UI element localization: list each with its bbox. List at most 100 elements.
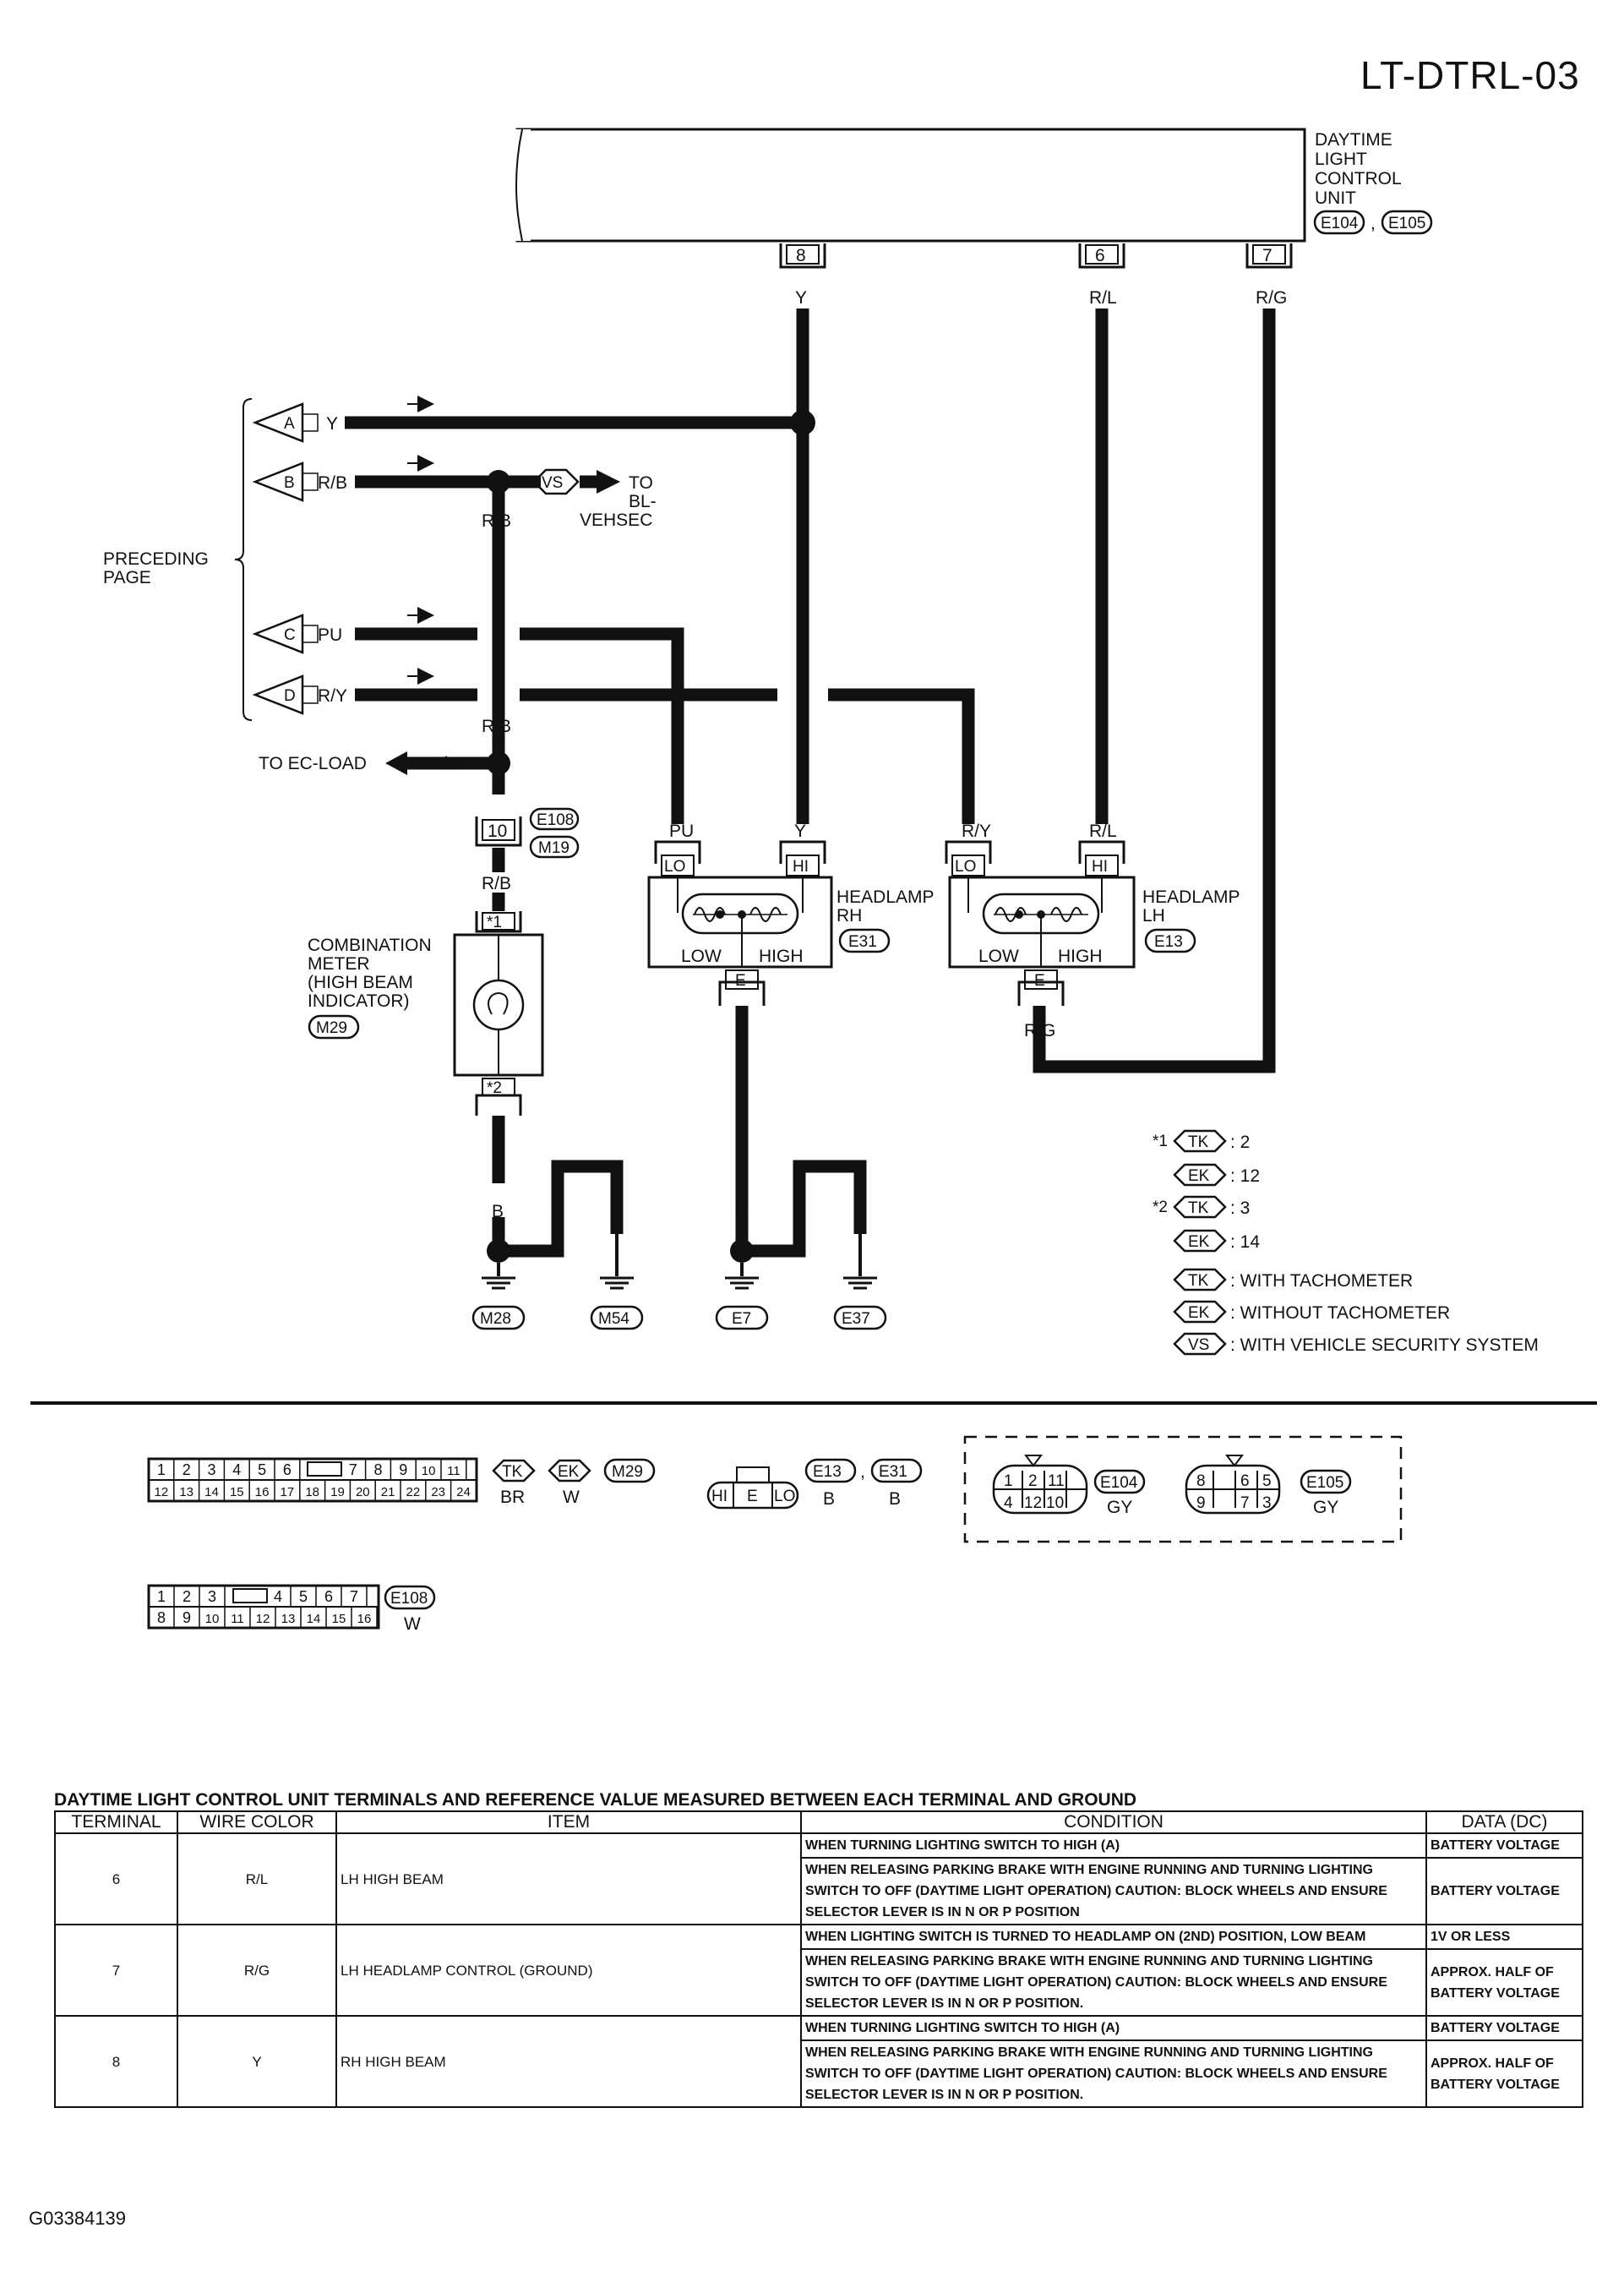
preceding-page: PRECEDING PAGE A Y B R/B C PU D R/Y — [103, 396, 434, 721]
m29-tk: TK — [502, 1463, 523, 1481]
m29-pin-label: 14 — [204, 1485, 219, 1499]
cu-conn-e105: E105 — [1388, 215, 1425, 232]
lh-label-2: LH — [1142, 906, 1165, 926]
meter-label-4: INDICATOR) — [308, 991, 410, 1011]
m29-pin-label: 8 — [373, 1461, 382, 1478]
m29-pin-label: 12 — [155, 1485, 169, 1499]
note-1-tk-val: : 2 — [1230, 1133, 1250, 1152]
m29-pin-label: 20 — [356, 1485, 370, 1499]
wire-label-y-top: Y — [795, 288, 807, 308]
e104-c11: 11 — [1048, 1472, 1065, 1490]
wire-label-b-g3: B — [610, 1202, 622, 1221]
header-condition: CONDITION — [800, 1810, 1427, 1834]
wire-color-cell: Y — [177, 2015, 337, 2108]
data-cell: APPROX. HALF OF BATTERY VOLTAGE — [1425, 2039, 1583, 2108]
e104-c12: 12 — [1024, 1494, 1042, 1512]
m29-pin-label: 9 — [399, 1461, 407, 1478]
grounds — [471, 1234, 887, 1330]
e108-name: E108 — [390, 1590, 428, 1608]
junctions — [487, 410, 815, 1263]
wire-label-rb-3: R/B — [482, 874, 511, 893]
junction-connector-10: 10 E108 M19 — [475, 807, 580, 859]
to-ecload: TO EC-LOAD R/B — [259, 751, 459, 775]
to-ecload-label: TO EC-LOAD — [259, 754, 367, 773]
meter-conn-m29: M29 — [316, 1019, 347, 1037]
cu-label-4: UNIT — [1315, 188, 1356, 208]
e108-pin-label: 13 — [281, 1612, 296, 1626]
ground-m28: M28 — [480, 1310, 511, 1328]
marker-d: D — [284, 687, 296, 705]
legend-vs-text: : WITH VEHICLE SECURITY SYSTEM — [1230, 1335, 1539, 1355]
reference-table-caption: DAYTIME LIGHT CONTROL UNIT TERMINALS AND… — [54, 1790, 1137, 1810]
rh-terminal-lo: LO — [664, 858, 685, 876]
cu-conn-e104: E104 — [1321, 215, 1359, 232]
rh-conn-e31: E31 — [848, 933, 877, 951]
m29-pin-label: 18 — [305, 1485, 319, 1499]
cu-terminal-8: 8 — [796, 246, 806, 265]
wire-color-cell: R/L — [177, 1832, 337, 1925]
data-cell: 1V OR LESS — [1425, 1924, 1583, 1950]
note-1-tk: TK — [1188, 1133, 1209, 1151]
wire-label-rg-lh: R/G — [1024, 1021, 1055, 1040]
e108-pin-label: 15 — [332, 1612, 346, 1626]
m29-pin-label: 2 — [183, 1461, 191, 1478]
cu-conn-sep: , — [1371, 214, 1376, 233]
e108-pin-label: 9 — [183, 1609, 191, 1626]
meter-label-3: (HIGH BEAM — [308, 973, 413, 992]
terminal-cell: 8 — [54, 2015, 178, 2108]
m29-ek-color: W — [563, 1488, 580, 1507]
e13-sep: , — [860, 1462, 865, 1482]
condition-cell: WHEN RELEASING PARKING BRAKE WITH ENGINE… — [800, 1948, 1427, 2017]
note-2-mark: *2 — [1153, 1199, 1168, 1216]
note-2-tk: TK — [1188, 1199, 1209, 1217]
m29-ek: EK — [558, 1463, 580, 1481]
rh-label-2: RH — [837, 906, 862, 926]
terminal-cell: 6 — [54, 1832, 178, 1925]
e105-c3: 3 — [1262, 1494, 1272, 1512]
wiring-diagram: DAYTIME LIGHT CONTROL UNIT E104 , E105 8… — [30, 128, 1597, 1634]
vs-option-label: VS — [542, 474, 563, 492]
legend-ek-text: : WITHOUT TACHOMETER — [1230, 1303, 1450, 1323]
connector-e105: 8 6 5 9 7 3 E105 GY — [1185, 1455, 1352, 1517]
m29-pin-label: 17 — [281, 1485, 295, 1499]
to-blvehsec-3: VEHSEC — [580, 511, 652, 530]
wire-label-b-g4: B — [735, 1202, 747, 1221]
notes-legend: *1 TK : 2 EK : 12 *2 TK : 3 EK : 14 TK :… — [1153, 1129, 1539, 1356]
marker-b: B — [284, 474, 295, 492]
terminal-10: 10 — [488, 822, 507, 841]
wire-label-y-rh: Y — [794, 822, 806, 841]
to-blvehsec-1: TO — [629, 473, 653, 493]
wire-label-b-g5: B — [793, 1202, 804, 1221]
condition-cell: WHEN TURNING LIGHTING SWITCH TO HIGH (A) — [800, 2015, 1427, 2041]
control-unit: DAYTIME LIGHT CONTROL UNIT E104 , E105 — [514, 128, 1433, 243]
m29-pin-label: 16 — [255, 1485, 270, 1499]
ground-e7: E7 — [732, 1310, 751, 1328]
note-2-ek: EK — [1188, 1233, 1210, 1251]
to-blvehsec: VS TO BL- VEHSEC — [532, 468, 657, 530]
e105-name: E105 — [1306, 1474, 1343, 1492]
m29-tk-color: BR — [500, 1488, 525, 1507]
wire-label-rb-1: R/B — [482, 511, 511, 531]
wire-label-rl-top: R/L — [1089, 288, 1117, 308]
e108-pin-label: 16 — [357, 1612, 372, 1626]
table-row: WHEN RELEASING PARKING BRAKE WITH ENGINE… — [55, 2039, 1583, 2108]
e108-pin-label: 11 — [231, 1612, 244, 1626]
wire-label-b-g2: B — [551, 1202, 563, 1221]
terminal-cell: 7 — [54, 1924, 178, 2017]
condition-cell: WHEN LIGHTING SWITCH IS TURNED TO HEADLA… — [800, 1924, 1427, 1950]
rh-low-label: LOW — [681, 947, 722, 966]
m29-pin-label: 6 — [283, 1461, 292, 1478]
header-item: ITEM — [335, 1810, 802, 1834]
e31-color: B — [889, 1489, 901, 1509]
legend-ek: EK — [1188, 1304, 1210, 1322]
item-cell: LH HEADLAMP CONTROL (GROUND) — [335, 1924, 802, 2017]
m29-pin-label: 15 — [230, 1485, 244, 1499]
e104-name: E104 — [1100, 1474, 1138, 1492]
m29-pin-label: 3 — [207, 1461, 215, 1478]
note-1-ek-val: : 12 — [1230, 1166, 1260, 1186]
